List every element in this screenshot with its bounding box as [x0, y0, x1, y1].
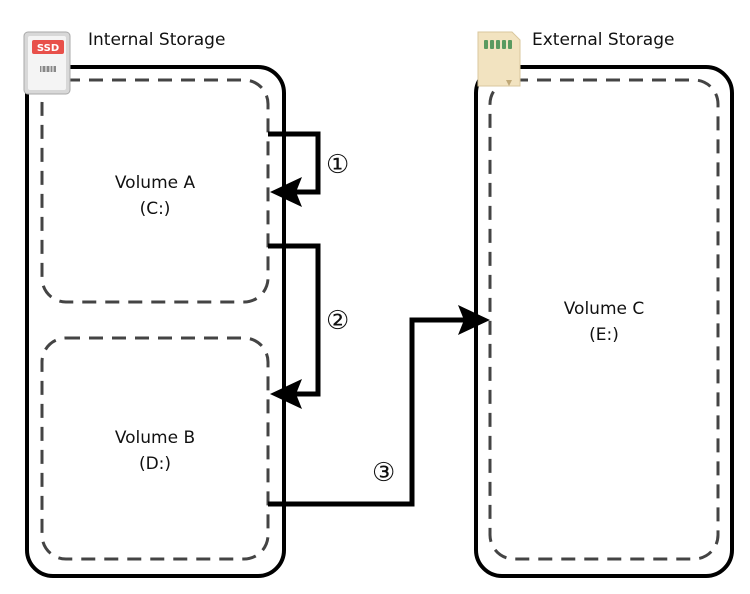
ssd-icon: SSD	[23, 31, 71, 95]
step-2-arrow	[268, 243, 321, 409]
step-3-marker: ③	[372, 458, 396, 488]
step-1-marker: ①	[326, 150, 350, 180]
volume-c-label: Volume C (E:)	[529, 296, 679, 348]
step-2-marker: ②	[326, 306, 350, 336]
internal-storage-container	[25, 65, 286, 578]
volume-a-name: Volume A	[114, 173, 196, 193]
step-3-arrow	[268, 305, 490, 507]
volume-b-label: Volume B (D:)	[80, 425, 230, 477]
volume-a-label: Volume A (C:)	[80, 170, 230, 222]
step-1-arrow	[268, 131, 321, 207]
ssd-badge-text: SSD	[37, 43, 59, 54]
volume-c-name: Volume C	[563, 299, 645, 319]
external-storage-title: External Storage	[532, 30, 675, 50]
sd-card-icon	[477, 31, 521, 87]
volume-b-region	[40, 336, 270, 561]
internal-storage-title: Internal Storage	[88, 30, 226, 50]
volume-c-drive: (E:)	[589, 325, 619, 345]
volume-b-drive: (D:)	[138, 454, 172, 474]
volume-a-drive: (C:)	[139, 199, 171, 219]
volume-b-name: Volume B	[114, 428, 196, 448]
volume-a-region	[40, 78, 270, 304]
